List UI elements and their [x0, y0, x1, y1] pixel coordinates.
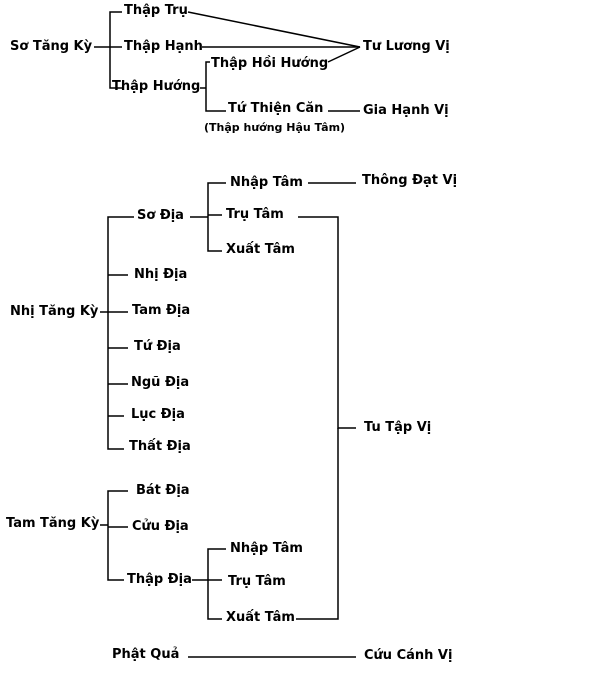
stage3-tru-tam-label: Trụ Tâm: [228, 574, 286, 589]
tu-luong-vi-label: Tư Lương Vị: [363, 39, 450, 54]
nhi-tang-ky-label: Nhị Tăng Kỳ: [10, 304, 99, 319]
stage1-bracket: [109, 11, 122, 89]
so-tang-ky-label: Sơ Tăng Kỳ: [10, 39, 93, 54]
stage3-bracket: [107, 490, 128, 581]
gia-hanh-vi-label: Gia Hạnh Vị: [363, 103, 449, 118]
tam-dia-label: Tam Địa: [132, 303, 191, 318]
stage2-tru-tam-label: Trụ Tâm: [226, 207, 284, 222]
so-dia-label: Sơ Địa: [137, 208, 184, 223]
xuat-tam-to-tu-tap-line: [296, 428, 339, 620]
stage2-nhap-tam-label: Nhập Tâm: [230, 175, 303, 190]
stage2-bracket: [107, 216, 134, 450]
thong-dat-vi-label: Thông Đạt Vị: [362, 173, 458, 188]
thap-hoi-huong-label: Thập Hồi Hướng: [211, 56, 329, 71]
stage2-xuat-tam-label: Xuất Tâm: [226, 242, 295, 257]
so-dia-bracket: [207, 182, 226, 252]
tu-tap-vi-label: Tu Tập Vị: [364, 420, 432, 435]
ngu-dia-label: Ngũ Địa: [131, 375, 190, 390]
tam-tang-ky-label: Tam Tăng Kỳ: [6, 516, 100, 531]
tu-dia-label: Tứ Địa: [134, 339, 181, 354]
thap-dia-bracket: [207, 548, 226, 620]
tru-tam-to-tu-tap-line: [298, 216, 356, 429]
thap-huong-label: Thập Hướng: [112, 79, 201, 94]
bat-dia-label: Bát Địa: [136, 483, 190, 498]
tu-thien-can-label: Tứ Thiện Căn: [228, 101, 324, 116]
thap-hoi-huong-to-tu-luong-line: [327, 46, 361, 63]
thap-tru-to-tu-luong-line: [187, 11, 361, 48]
thap-hanh-label: Thập Hạnh: [124, 39, 203, 54]
stage3-xuat-tam-label: Xuất Tâm: [226, 610, 295, 625]
cuu-canh-vi-label: Cứu Cánh Vị: [364, 648, 453, 663]
nhi-dia-label: Nhị Địa: [134, 267, 188, 282]
stage3-nhap-tam-label: Nhập Tâm: [230, 541, 303, 556]
thap-dia-label: Thập Địa: [127, 572, 192, 587]
tu-thien-can-note: (Thập hướng Hậu Tâm): [204, 121, 346, 134]
thap-huong-bracket: [205, 61, 226, 112]
phat-qua-label: Phật Quả: [112, 647, 180, 662]
luc-dia-label: Lục Địa: [131, 407, 185, 422]
thap-tru-label: Thập Trụ: [124, 3, 188, 18]
that-dia-label: Thất Địa: [129, 439, 191, 454]
cuu-dia-label: Cửu Địa: [132, 519, 189, 534]
